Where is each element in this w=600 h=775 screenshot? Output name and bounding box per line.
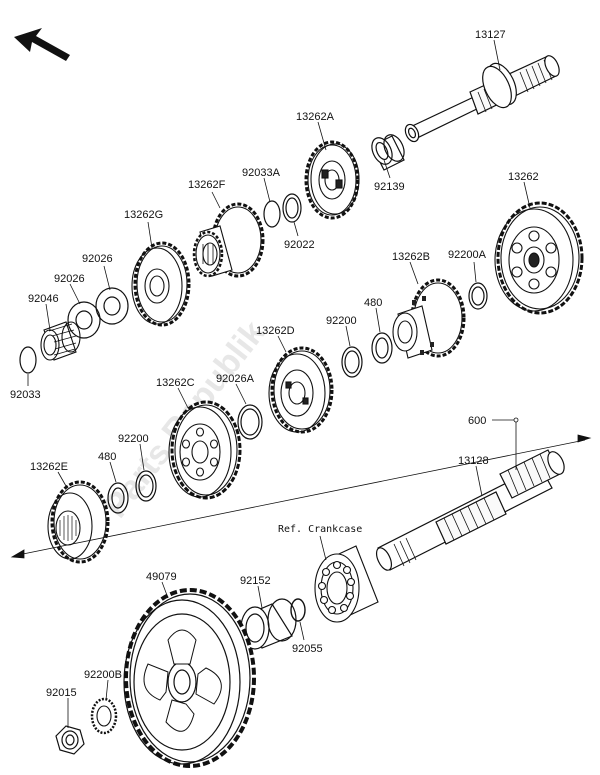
label-92152: 92152 [240, 575, 271, 587]
gear-13262 [494, 201, 584, 315]
label-480-upper: 480 [364, 297, 382, 309]
gear-13262E [47, 480, 110, 564]
front-arrow-icon [14, 28, 70, 61]
washer-92026-b [67, 301, 101, 339]
circlip-92033 [19, 346, 37, 374]
label-ref-crankcase: Ref. Crankcase [278, 524, 362, 535]
label-92046: 92046 [28, 293, 59, 305]
gear-13262C [168, 400, 242, 500]
label-13262F: 13262F [188, 179, 226, 191]
gear-13262A [304, 140, 360, 220]
label-92200B: 92200B [84, 669, 122, 681]
label-92139: 92139 [374, 181, 405, 193]
gear-13262D [268, 346, 334, 434]
label-92026-upper: 92026 [82, 253, 113, 265]
crankcase-bearing [314, 545, 379, 623]
label-13262D: 13262D [256, 325, 295, 337]
label-92026-lower: 92026 [54, 273, 85, 285]
label-13262B: 13262B [392, 251, 430, 263]
label-13262E: 13262E [30, 461, 68, 473]
part-labels: 13127 13262A 92033A 13262F 92139 92022 1… [10, 29, 539, 699]
label-13262: 13262 [508, 171, 539, 183]
label-49079: 49079 [146, 571, 177, 583]
label-13262C: 13262C [156, 377, 195, 389]
label-92200-upper: 92200 [326, 315, 357, 327]
bushing-92139 [371, 134, 405, 171]
gear-13262B [392, 278, 466, 359]
nut-92015 [55, 725, 85, 755]
label-92015: 92015 [46, 687, 77, 699]
circlip-92033A [263, 200, 281, 228]
needle-bearing-92046 [40, 321, 81, 361]
label-13262G: 13262G [124, 209, 163, 221]
label-92022: 92022 [284, 239, 315, 251]
lockwasher-92200B [90, 697, 118, 735]
leader-lines [27, 39, 531, 728]
label-600: 600 [468, 415, 486, 427]
gear-13262F [192, 202, 265, 278]
label-92033: 92033 [10, 389, 41, 401]
label-92026A: 92026A [216, 373, 255, 385]
washer-92022 [282, 193, 302, 223]
washer-92026-a [95, 287, 129, 325]
collar-92152 [240, 598, 297, 650]
label-92200A: 92200A [448, 249, 487, 261]
label-13262A: 13262A [296, 111, 335, 123]
washer-92200-upper [341, 346, 363, 378]
leader-dot-600 [513, 417, 519, 423]
gear-13262G [131, 241, 191, 327]
lower-axis-line [10, 434, 592, 559]
label-92200-lower: 92200 [118, 433, 149, 445]
washer-92200A [468, 282, 488, 310]
sprocket-49079 [123, 588, 256, 768]
washer-92200-lower [135, 470, 157, 502]
lower-shaft-13128 [375, 449, 565, 571]
label-13127: 13127 [475, 29, 506, 41]
washer-480-upper [371, 332, 393, 364]
label-92033A: 92033A [242, 167, 281, 179]
label-13128: 13128 [458, 455, 489, 467]
washer-480-lower [107, 482, 129, 514]
label-92055: 92055 [292, 643, 323, 655]
upper-shaft-13127 [404, 55, 560, 143]
label-480-lower: 480 [98, 451, 116, 463]
washer-92026A [237, 404, 263, 440]
oring-92055 [290, 598, 306, 622]
